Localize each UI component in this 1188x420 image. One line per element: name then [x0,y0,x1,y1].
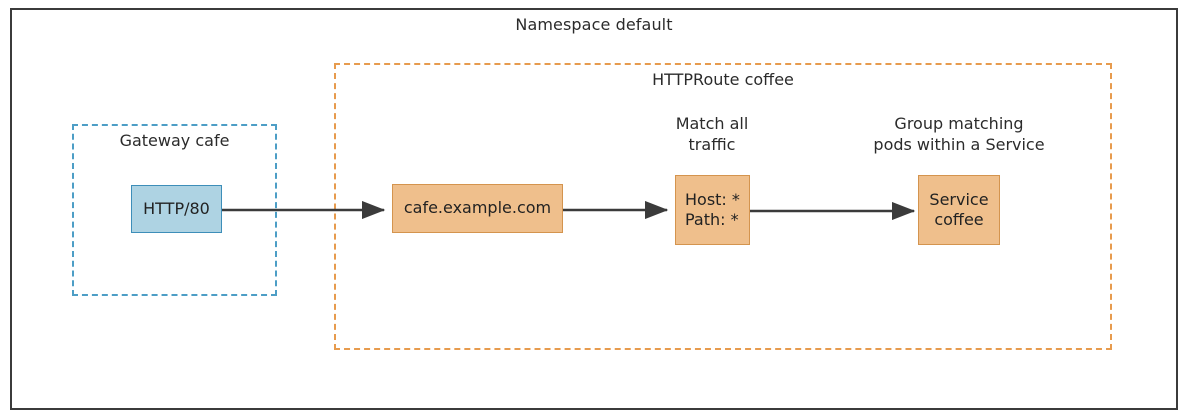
edge-match-to-backend [748,197,934,225]
edge-hostname-to-match [561,196,687,224]
namespace-title: Namespace default [515,15,673,34]
node-hostname-cafe-example-com[interactable]: cafe.example.com [392,184,563,233]
node-route-match-host-path[interactable]: Host: * Path: * [675,175,750,245]
httproute-group-container [334,63,1112,350]
annotation-match-all-traffic: Match all traffic [675,114,749,154]
gateway-group-title: Gateway cafe [119,131,230,150]
node-backend-service-coffee[interactable]: Service coffee [918,175,1000,245]
node-gateway-listener-http80[interactable]: HTTP/80 [131,185,222,233]
namespace-container [10,8,1178,410]
httproute-group-title: HTTPRoute coffee [652,70,794,89]
edge-listener-to-hostname [220,196,396,224]
annotation-group-matching-pods: Group matching pods within a Service [873,114,1045,154]
